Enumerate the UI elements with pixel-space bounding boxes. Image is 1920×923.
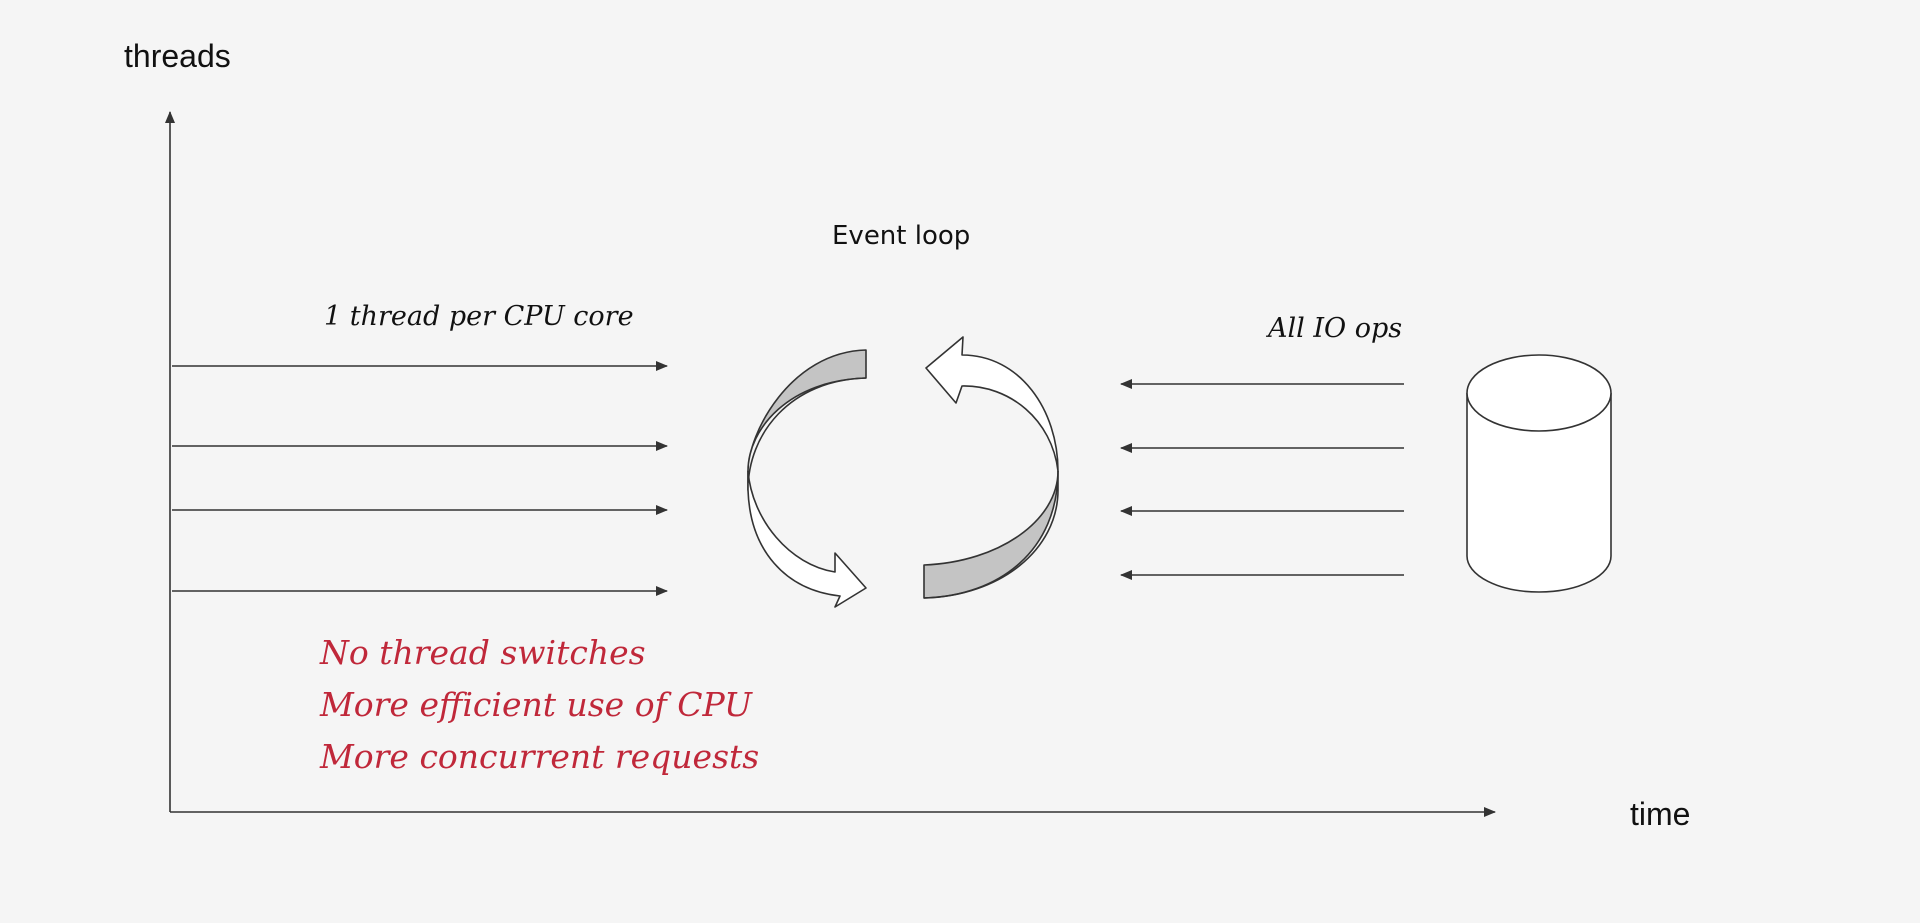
benefit-item: More efficient use of CPU [319,685,753,724]
cycle-arrow-right-band-side [923,471,1059,599]
cycle-arrow-right-head [925,336,1059,472]
database-top [1466,354,1612,432]
cycle-arrow-left-band-side [747,377,867,491]
benefits-list: No thread switches More efficient use of… [319,633,759,776]
cpu-thread-arrows [172,361,668,596]
cpu-threads-label: 1 thread per CPU core [324,301,634,332]
cycle-arrow-left-band [747,349,867,472]
database-cylinder-icon [1466,354,1612,593]
benefit-item: No thread switches [319,633,646,672]
y-axis-label: threads [124,38,231,74]
event-loop-label: Event loop [832,221,970,251]
io-ops-label: All IO ops [1265,313,1402,344]
io-op-arrows [1120,379,1404,580]
database-body [1466,393,1612,593]
cycle-arrow-left-head [747,470,867,608]
cycle-arrow-right-band [923,470,1059,599]
x-axis-label: time [1630,796,1690,832]
cycle-arrows-icon [747,336,1059,608]
benefit-item: More concurrent requests [319,737,759,776]
